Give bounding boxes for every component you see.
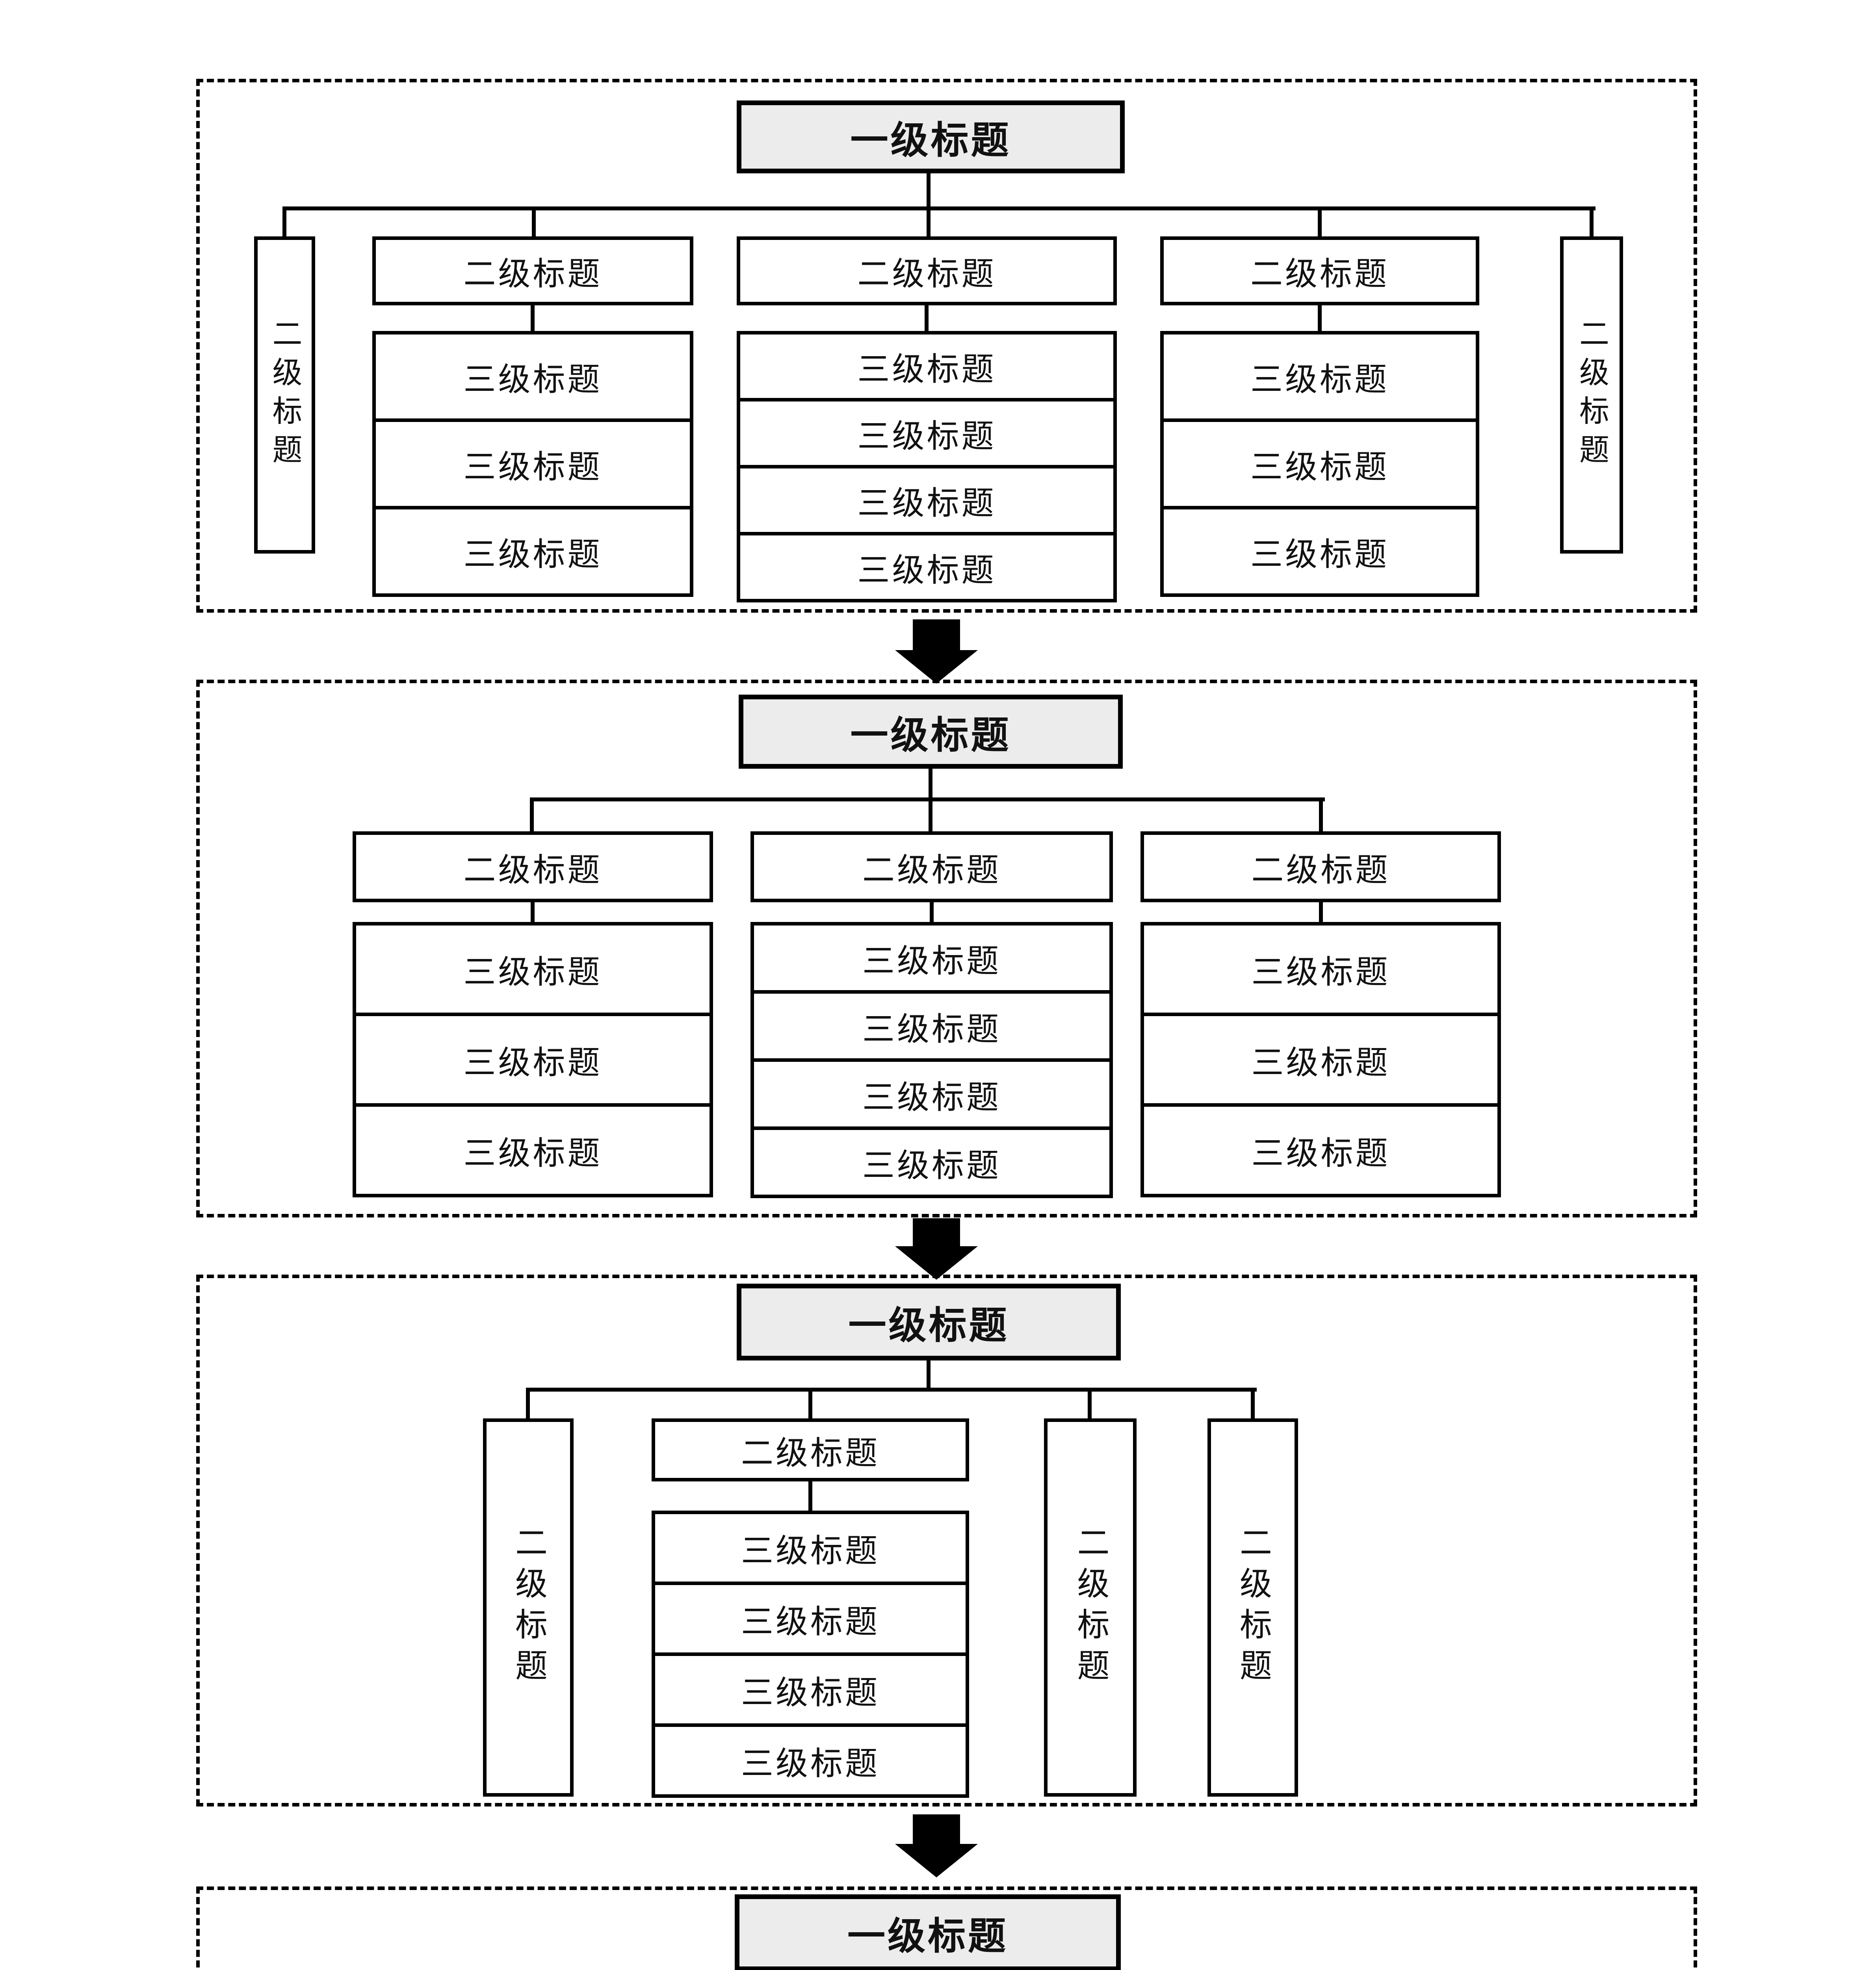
level2-box: 二级标题 [353,831,713,902]
level2-box: 二级标题 [737,236,1117,305]
connector-line [531,901,535,924]
connector-line [1318,206,1322,239]
level3-box: 三级标题 [1160,418,1479,509]
level1-box: 一级标题 [735,1894,1121,1970]
level3-stack: 三级标题 三级标题 三级标题 三级标题 [737,331,1117,602]
level3-box: 三级标题 [1140,922,1501,1016]
connector-line [284,206,1596,210]
level3-box: 三级标题 [353,1013,713,1107]
level3-stack: 三级标题 三级标题 三级标题 三级标题 [750,922,1113,1198]
connector-line [1251,1388,1255,1420]
level2-box: 二级标题 [652,1418,969,1481]
connector-line [530,797,534,833]
level3-box: 三级标题 [652,1723,969,1798]
level3-box: 三级标题 [1160,331,1479,422]
connector-line [927,173,931,210]
connector-line [808,1481,812,1512]
connector-line [1088,1388,1092,1420]
level3-box: 三级标题 [353,922,713,1016]
level2-box-vertical: 二级标题 [254,236,315,554]
level1-label: 一级标题 [847,1914,1008,1958]
level3-box: 三级标题 [750,1126,1113,1198]
connector-line [526,1388,530,1420]
level3-stack: 三级标题 三级标题 三级标题 [353,922,713,1197]
level3-stack: 三级标题 三级标题 三级标题 [1160,331,1479,597]
level3-stack: 三级标题 三级标题 三级标题 [1140,922,1501,1197]
connector-line [1319,797,1323,833]
down-arrow [913,1814,960,1845]
level2-box-vertical: 二级标题 [1560,236,1623,554]
section-3-frame [196,1275,1697,1806]
connector-line [925,305,929,333]
level2-box: 二级标题 [372,236,693,305]
section-2-frame [196,680,1697,1217]
down-arrow-head [895,650,978,684]
level3-box: 三级标题 [372,506,693,597]
level1-label: 一级标题 [850,713,1011,757]
connector-line [927,206,931,239]
connector-line [927,1359,931,1391]
level1-label: 一级标题 [848,1303,1009,1347]
connector-line [808,1388,812,1420]
level2-box: 二级标题 [1140,831,1501,902]
level3-box: 三级标题 [652,1652,969,1727]
level3-box: 三级标题 [737,532,1117,602]
level1-label: 一级标题 [850,118,1011,162]
connector-line [528,1388,1257,1392]
connector-line [531,305,535,333]
level2-box: 二级标题 [750,831,1113,902]
level3-box: 三级标题 [750,990,1113,1062]
down-arrow [913,1218,960,1248]
level3-box: 三级标题 [737,465,1117,535]
level2-box-vertical: 二级标题 [1044,1418,1137,1797]
level3-stack: 三级标题 三级标题 三级标题 [372,331,693,597]
level3-box: 三级标题 [353,1103,713,1197]
down-arrow-head [895,1246,978,1280]
level3-box: 三级标题 [737,398,1117,468]
connector-line [532,206,536,239]
level2-box-vertical: 二级标题 [1207,1418,1298,1797]
level3-box: 三级标题 [372,418,693,509]
level1-box: 一级标题 [739,695,1123,769]
level1-box: 一级标题 [737,1284,1121,1360]
level3-box: 三级标题 [750,922,1113,994]
level3-box: 三级标题 [1140,1103,1501,1197]
down-arrow [913,619,960,651]
connector-line [1590,206,1594,239]
section-4-frame [196,1886,1697,1970]
level3-box: 三级标题 [737,331,1117,401]
connector-line [1319,901,1323,924]
level1-box: 一级标题 [737,100,1125,173]
level3-box: 三级标题 [1160,506,1479,597]
level3-box: 三级标题 [1140,1013,1501,1107]
level2-box: 二级标题 [1160,236,1479,305]
connector-line [930,901,934,924]
connector-line [1318,305,1322,333]
section-1-frame [196,79,1697,613]
connector-line [282,206,286,239]
level3-box: 三级标题 [652,1582,969,1656]
level2-box-vertical: 二级标题 [483,1418,574,1797]
level3-box: 三级标题 [652,1511,969,1585]
down-arrow-head [895,1844,978,1877]
level3-box: 三级标题 [372,331,693,422]
connector-line [532,797,1325,801]
level3-box: 三级标题 [750,1058,1113,1130]
level3-stack: 三级标题 三级标题 三级标题 三级标题 [652,1511,969,1798]
